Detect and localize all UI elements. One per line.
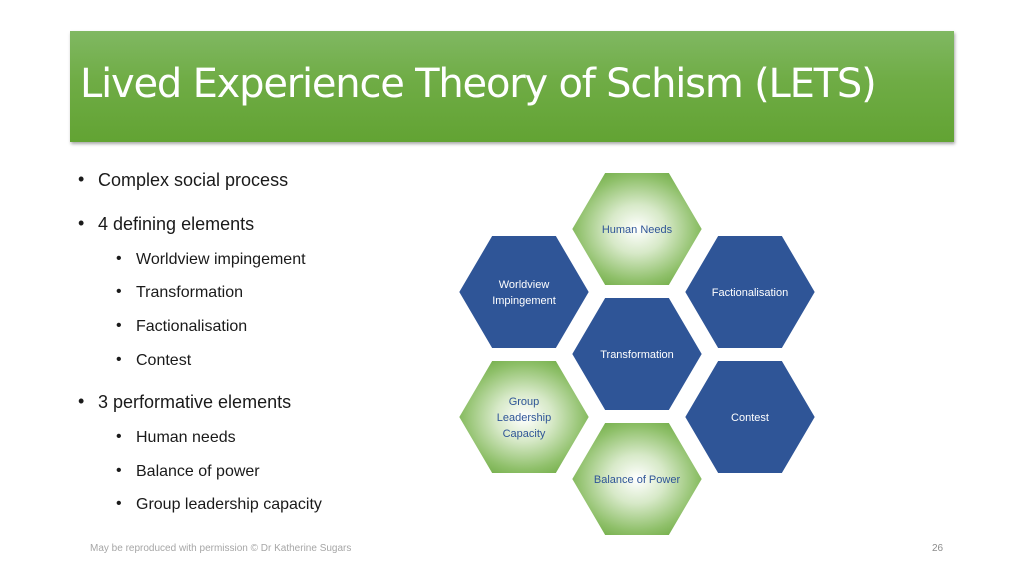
- hexagon-shape: [454, 232, 594, 352]
- hexagon-balance-of-power: Balance of Power: [567, 419, 707, 539]
- slide-title: Lived Experience Theory of Schism (LETS): [80, 61, 877, 107]
- hexagon-shape: [567, 169, 707, 289]
- hexagon-transformation: Transformation: [567, 294, 707, 414]
- page-number: 26: [932, 543, 944, 554]
- bullet-icon: •: [116, 428, 122, 445]
- hexagon-shape: [680, 357, 820, 477]
- bullet-icon: •: [116, 250, 122, 267]
- hexagon-label: Group: [509, 396, 540, 408]
- hexagon-label: Leadership: [497, 412, 551, 424]
- hexagon-label: Human Needs: [602, 224, 673, 236]
- hexagon-shape: [454, 357, 594, 477]
- bullet-icon: •: [116, 462, 122, 479]
- bullet-icon: •: [78, 391, 85, 411]
- bullet-icon: •: [78, 169, 85, 189]
- bullet-icon: •: [116, 283, 122, 300]
- hexagon-human-needs: Human Needs: [567, 169, 707, 289]
- hexagon-shape: [567, 294, 707, 414]
- hexagon-label: Capacity: [503, 428, 546, 440]
- hexagon-label: Impingement: [492, 295, 556, 307]
- bullet-icon: •: [78, 213, 85, 233]
- hexagon-shape: [567, 419, 707, 539]
- hexagon-label: Contest: [731, 412, 769, 424]
- hexagon-label: Balance of Power: [594, 474, 681, 486]
- bullet-icon: •: [116, 317, 122, 334]
- bullet-icon: •: [116, 495, 122, 512]
- hexagon-shape: [680, 232, 820, 352]
- hexagon-contest: Contest: [680, 357, 820, 477]
- title-banner: Lived Experience Theory of Schism (LETS): [70, 31, 954, 142]
- hexagon-label: Factionalisation: [712, 287, 788, 299]
- hexagon-factionalisation: Factionalisation: [680, 232, 820, 352]
- hexagon-label: Transformation: [600, 349, 674, 361]
- footer-copyright: May be reproduced with permission © Dr K…: [90, 543, 352, 554]
- hexagon-label: Worldview: [499, 279, 550, 291]
- bullet-icon: •: [116, 351, 122, 368]
